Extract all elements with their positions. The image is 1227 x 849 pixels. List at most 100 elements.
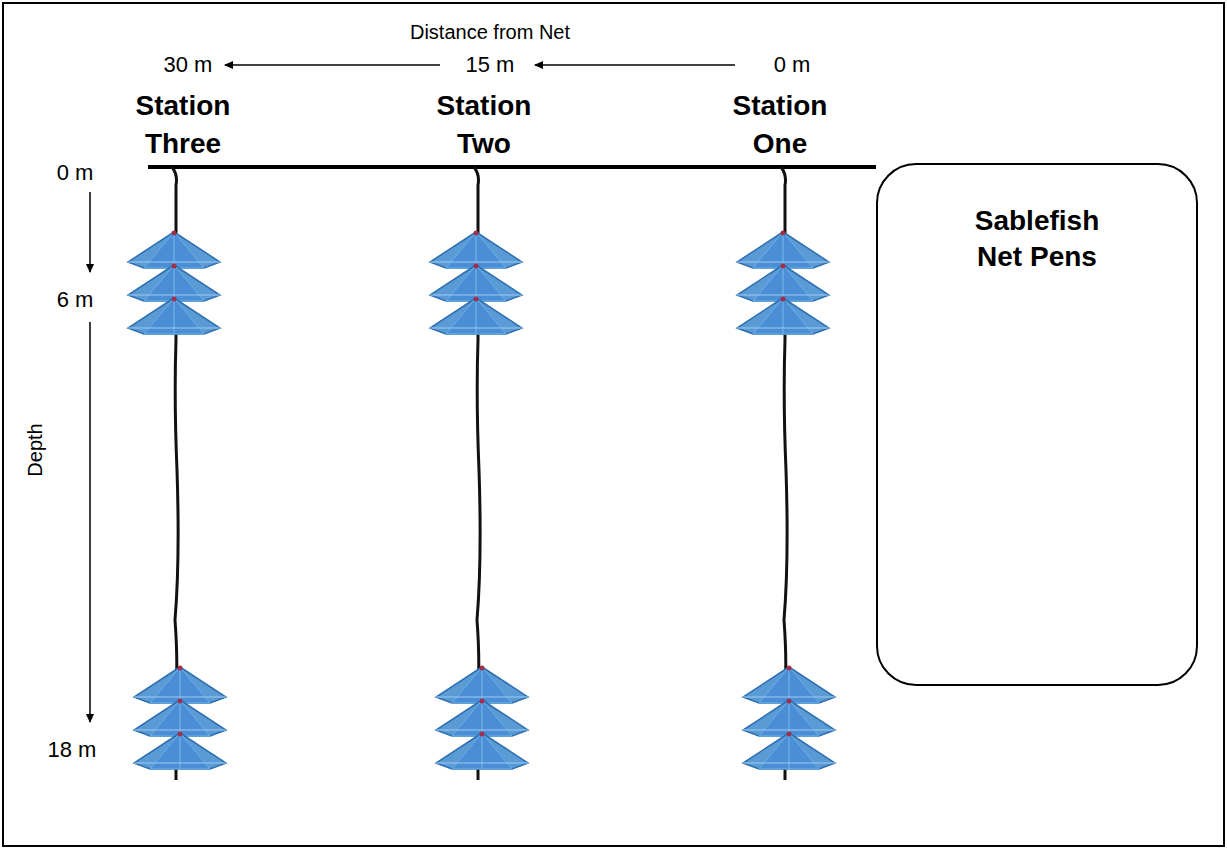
depth-value: 6 m — [57, 287, 94, 313]
frame — [3, 3, 1224, 846]
trap-rib — [482, 700, 483, 736]
trap-rib — [789, 667, 790, 703]
trap-body — [737, 232, 829, 268]
axis-title: Distance from Net — [410, 20, 570, 44]
node-title: Sablefish Net Pens — [962, 203, 1112, 275]
trap-rib — [476, 232, 477, 268]
trap-rib — [174, 232, 175, 268]
trap-face — [446, 232, 506, 268]
trap-face — [759, 733, 819, 769]
trap-face — [753, 298, 813, 334]
trap-rim — [743, 730, 835, 731]
trap-knot — [172, 297, 177, 302]
trap-face — [446, 298, 506, 334]
trap-cone — [128, 231, 220, 269]
trap-rim — [743, 763, 835, 764]
trap-body — [134, 700, 226, 736]
trap-knot — [172, 231, 177, 236]
trap-body — [737, 298, 829, 334]
trap-knot — [178, 732, 183, 737]
trap-body — [430, 265, 522, 301]
trap-knot — [474, 297, 479, 302]
trap-face — [144, 265, 204, 301]
trap-face — [759, 700, 819, 736]
trap-cone — [743, 666, 835, 704]
trap-body — [128, 232, 220, 268]
trap-rib — [789, 700, 790, 736]
trap-body — [134, 667, 226, 703]
distance-value: 15 m — [466, 52, 515, 78]
trap-rib — [476, 265, 477, 301]
station-label: Station One — [715, 87, 845, 163]
trap-knot — [787, 699, 792, 704]
trap-body — [743, 733, 835, 769]
trap-body — [128, 265, 220, 301]
trap-rim — [743, 697, 835, 698]
trap-face — [150, 733, 210, 769]
trap-knot — [178, 699, 183, 704]
trap-body — [430, 232, 522, 268]
trap-body — [430, 298, 522, 334]
trap-knot — [474, 264, 479, 269]
trap-knot — [178, 666, 183, 671]
trap-knot — [787, 732, 792, 737]
trap-knot — [787, 666, 792, 671]
distance-arrow — [225, 64, 440, 66]
trap-rim — [430, 295, 522, 296]
trap-face — [150, 700, 210, 736]
trap-rim — [134, 730, 226, 731]
trap-rib — [789, 733, 790, 769]
trap-rib — [783, 232, 784, 268]
trap-rim — [436, 730, 528, 731]
trap-rim — [134, 763, 226, 764]
trap-rib — [180, 733, 181, 769]
trap-face — [452, 700, 512, 736]
trap-cone — [436, 666, 528, 704]
trap-rib — [174, 298, 175, 334]
trap-face — [452, 667, 512, 703]
trap-body — [743, 667, 835, 703]
trap-knot — [781, 264, 786, 269]
trap-rib — [783, 265, 784, 301]
trap-body — [436, 667, 528, 703]
trap-body — [743, 700, 835, 736]
trap-rim — [128, 295, 220, 296]
trap-body — [737, 265, 829, 301]
trap-rib — [180, 667, 181, 703]
trap-cone — [737, 231, 829, 269]
depth-arrow — [89, 192, 91, 272]
trap-face — [452, 733, 512, 769]
trap-cone — [436, 732, 528, 770]
trap-cone — [134, 666, 226, 704]
trap-rim — [430, 262, 522, 263]
trap-cone — [743, 732, 835, 770]
trap-rib — [180, 700, 181, 736]
trap-face — [753, 232, 813, 268]
depth-value: 0 m — [57, 160, 94, 186]
trap-cone — [128, 264, 220, 302]
depth-arrow — [89, 322, 91, 722]
trap-rim — [128, 328, 220, 329]
trap-cone — [430, 231, 522, 269]
trap-knot — [474, 231, 479, 236]
trap-rim — [134, 697, 226, 698]
trap-cone — [737, 297, 829, 335]
trap-cone — [430, 297, 522, 335]
trap-body — [134, 733, 226, 769]
trap-rib — [783, 298, 784, 334]
axis-title: Depth — [23, 423, 47, 476]
trap-cone — [737, 264, 829, 302]
trap-cone — [128, 297, 220, 335]
trap-cone — [430, 264, 522, 302]
trap-face — [144, 232, 204, 268]
trap-body — [436, 700, 528, 736]
net-pen-box: Sablefish Net Pens — [876, 163, 1198, 686]
trap-face — [753, 265, 813, 301]
surface-line — [148, 165, 876, 169]
trap-rim — [430, 328, 522, 329]
trap-body — [128, 298, 220, 334]
trap-body — [436, 733, 528, 769]
trap-rib — [482, 733, 483, 769]
trap-face — [446, 265, 506, 301]
trap-rim — [436, 763, 528, 764]
